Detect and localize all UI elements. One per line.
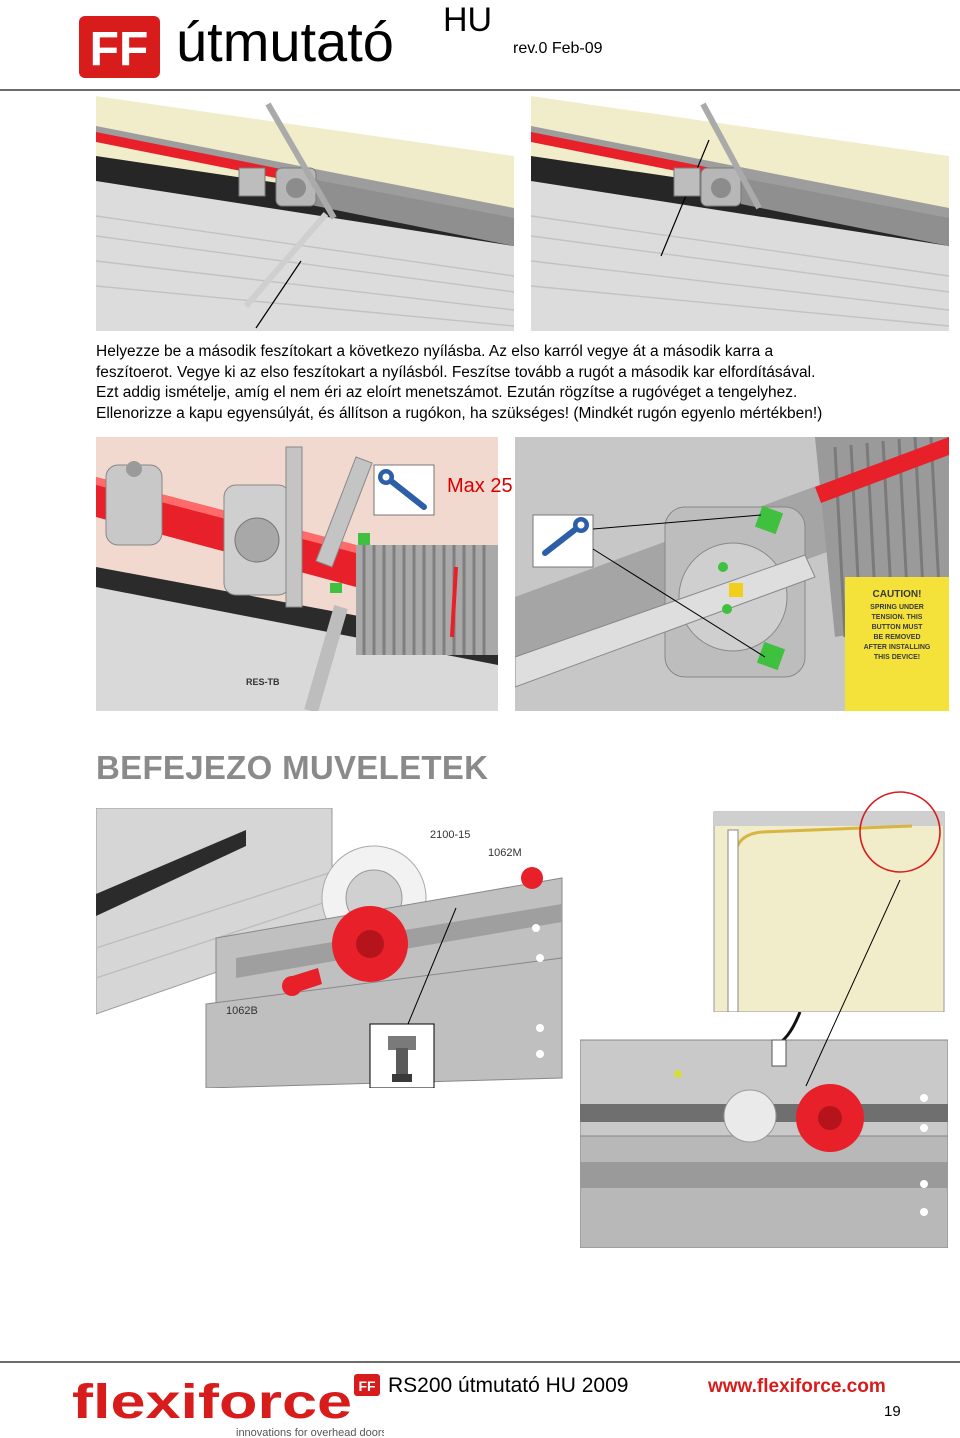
svg-text:TENSION. THIS: TENSION. THIS [872,614,923,621]
figure-spring-cone-caution: CAUTION! SPRING UNDER TENSION. THIS BUTT… [515,437,949,711]
footer-divider [0,1361,960,1363]
header-divider [0,89,960,91]
figure-overview-highlight [712,790,946,1014]
svg-text:BUTTON MUST: BUTTON MUST [872,624,924,631]
figure-step-lever-1 [96,96,514,331]
connector-line [805,880,901,1087]
svg-text:FF: FF [358,1378,376,1394]
footer-document-name: RS200 útmutató HU 2009 [388,1374,629,1397]
ff-logo-icon: FF [79,16,160,78]
svg-text:AFTER INSTALLING: AFTER INSTALLING [864,644,931,651]
svg-text:2100-15: 2100-15 [430,829,470,841]
svg-text:innovations for overhead doors: innovations for overhead doors [236,1427,384,1438]
revision-label: rev.0 Feb-09 [513,40,603,57]
instruction-line: Ezt addig ismételje, amíg el nem éri az … [96,384,798,401]
instruction-line: Ellenorizze a kapu egyensúlyát, és állít… [96,404,823,422]
drill-icon [388,1036,416,1082]
svg-text:BE REMOVED: BE REMOVED [873,634,920,641]
figure-step-lever-2 [531,96,949,331]
svg-text:SPRING UNDER: SPRING UNDER [870,604,924,611]
language-code: HU [443,1,493,39]
instruction-line: feszítoerot. Vegye ki az elso feszítokar… [96,363,816,381]
page-number: 19 [884,1403,901,1420]
figure-roller-assembly: 2100-15 1062M 1062B [96,808,574,1088]
figure-roller-detail [580,1012,948,1248]
svg-text:THIS DEVICE!: THIS DEVICE! [874,654,920,661]
instruction-text: Helyezze be a második feszítokart a köve… [96,342,956,424]
section-title: BEFEJEZO MUVELETEK [96,749,489,786]
svg-text:1062B: 1062B [226,1005,258,1017]
instruction-line: Helyezze be a második feszítokart a köve… [96,343,774,360]
svg-text:RES-TB: RES-TB [246,677,280,687]
svg-text:1062M: 1062M [488,847,522,859]
document-title: útmutató [176,10,394,73]
wrench-icon [378,469,427,510]
flexiforce-logo-icon: flexiforce FF innovations for overhead d… [72,1374,384,1438]
svg-text:FF: FF [90,23,149,76]
footer-website-link[interactable]: www.flexiforce.com [708,1376,886,1397]
svg-text:CAUTION!: CAUTION! [873,589,922,600]
figure-spring-end-fix: RES-TB [96,437,498,711]
svg-text:flexiforce: flexiforce [72,1376,352,1429]
wrench-icon [542,517,589,556]
